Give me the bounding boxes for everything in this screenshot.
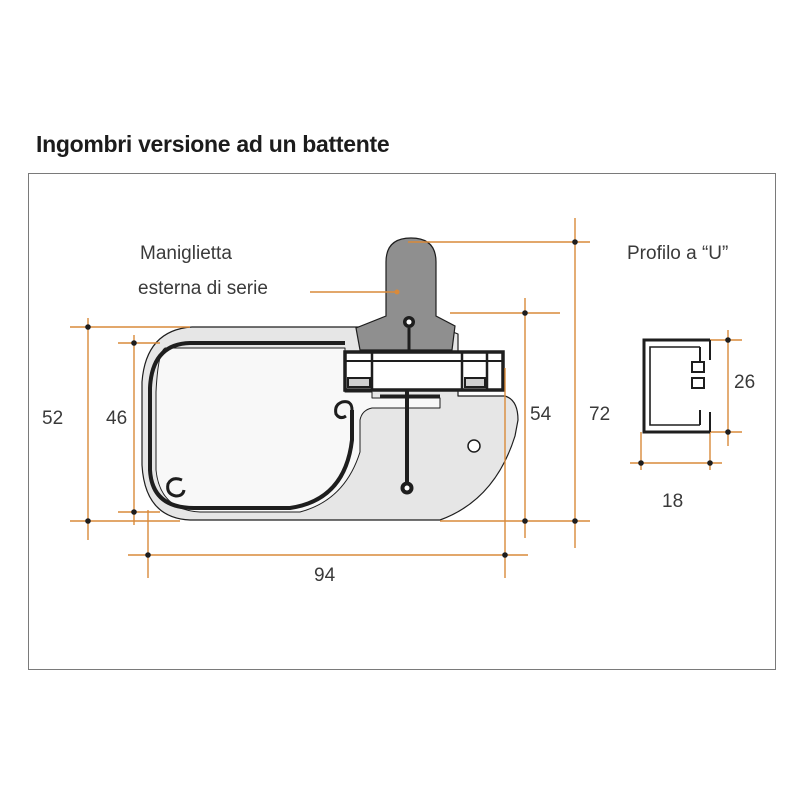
profile-inner-outline <box>155 347 441 513</box>
stem-end-hole <box>404 485 410 491</box>
handle <box>355 237 456 352</box>
central-rail <box>343 350 505 495</box>
dimension-94: 94 <box>314 565 336 586</box>
dimension-18: 18 <box>662 491 684 512</box>
seal-hook-bottom <box>166 477 186 498</box>
profile-thick-frame <box>148 341 354 510</box>
handle-knob <box>355 237 456 351</box>
handle-label-line1: Maniglietta <box>140 243 232 264</box>
dimension-54: 54 <box>530 404 552 425</box>
u-profile-label: Profilo a “U” <box>627 243 729 264</box>
u-profile-drawing <box>642 338 711 434</box>
u-profile-inner <box>649 346 700 426</box>
dimension-52: 52 <box>42 408 64 429</box>
seal-hook-top <box>334 400 354 420</box>
dimension-46: 46 <box>106 408 128 429</box>
diagram-title: Ingombri versione ad un battente <box>36 131 390 157</box>
dimension-72: 72 <box>589 404 611 425</box>
dimension-26: 26 <box>734 372 756 393</box>
screw-hole <box>467 439 481 453</box>
u-profile-outer <box>642 338 710 434</box>
dimension-dots <box>85 239 731 558</box>
diagram-frame <box>28 173 776 670</box>
handle-label-line2: esterna di serie <box>138 278 268 299</box>
